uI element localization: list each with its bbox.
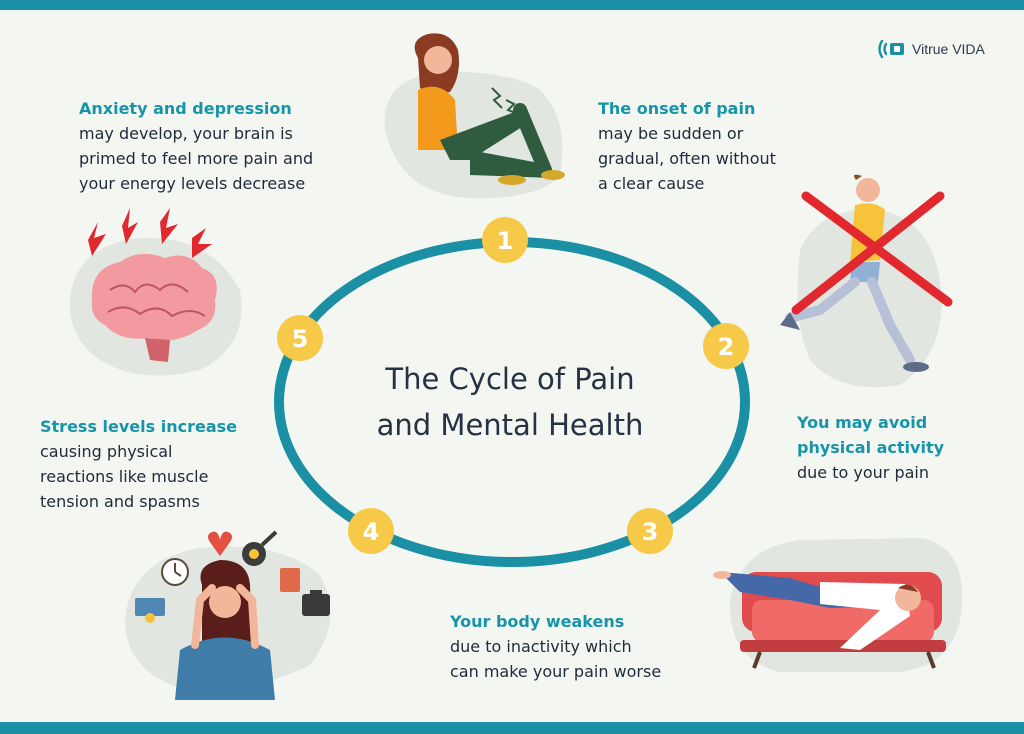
- step-4-line-2: reactions like muscle: [40, 467, 209, 486]
- step-number-2: 2: [718, 333, 735, 361]
- step-badge-1: 1: [482, 217, 528, 263]
- step-badge-5: 5: [277, 315, 323, 361]
- step-4-heading: Stress levels increase: [40, 417, 237, 436]
- broadcast-icon: [878, 39, 904, 59]
- stress-illustration: [125, 530, 331, 700]
- top-accent-bar: [0, 0, 1024, 10]
- bottom-accent-bar: [0, 722, 1024, 734]
- step-number-4: 4: [363, 518, 380, 546]
- diagram-title: The Cycle of Pain and Mental Health: [330, 356, 690, 448]
- step-2-heading-line-1: You may avoid: [797, 413, 928, 432]
- step-2-text: You may avoid physical activity due to y…: [797, 410, 944, 485]
- step-badge-2: 2: [703, 323, 749, 369]
- step-number-5: 5: [292, 325, 309, 353]
- step-5-heading: Anxiety and depression: [79, 99, 292, 118]
- step-5-text: Anxiety and depression may develop, your…: [79, 96, 313, 196]
- step-number-3: 3: [642, 518, 659, 546]
- step-3-line-2: can make your pain worse: [450, 662, 662, 681]
- sofa-illustration: [713, 538, 963, 672]
- step-5-line-1: may develop, your brain is: [79, 124, 293, 143]
- step-badge-4: 4: [348, 508, 394, 554]
- step-number-1: 1: [497, 227, 514, 255]
- step-4-line-3: tension and spasms: [40, 492, 200, 511]
- brand-logo: Vitrue VIDA: [876, 38, 985, 60]
- knee-pain-illustration: [384, 33, 565, 199]
- step-badge-3: 3: [627, 508, 673, 554]
- title-line-1: The Cycle of Pain: [385, 362, 635, 396]
- step-1-text: The onset of pain may be sudden or gradu…: [598, 96, 776, 196]
- step-3-line-1: due to inactivity which: [450, 637, 632, 656]
- step-1-line-1: may be sudden or: [598, 124, 744, 143]
- step-1-line-3: a clear cause: [598, 174, 705, 193]
- step-4-line-1: causing physical: [40, 442, 173, 461]
- step-5-line-2: primed to feel more pain and: [79, 149, 314, 168]
- brand-name: Vitrue VIDA: [912, 41, 985, 57]
- step-2-line-1: due to your pain: [797, 463, 929, 482]
- step-1-line-2: gradual, often without: [598, 149, 776, 168]
- title-line-2: and Mental Health: [376, 408, 644, 442]
- step-1-heading: The onset of pain: [598, 99, 756, 118]
- step-3-text: Your body weakens due to inactivity whic…: [450, 609, 661, 684]
- runner-illustration: [780, 174, 953, 388]
- step-5-line-3: your energy levels decrease: [79, 174, 306, 193]
- brain-illustration: [69, 208, 242, 376]
- step-2-heading-line-2: physical activity: [797, 438, 945, 457]
- step-4-text: Stress levels increase causing physical …: [40, 414, 237, 514]
- step-3-heading: Your body weakens: [450, 612, 625, 631]
